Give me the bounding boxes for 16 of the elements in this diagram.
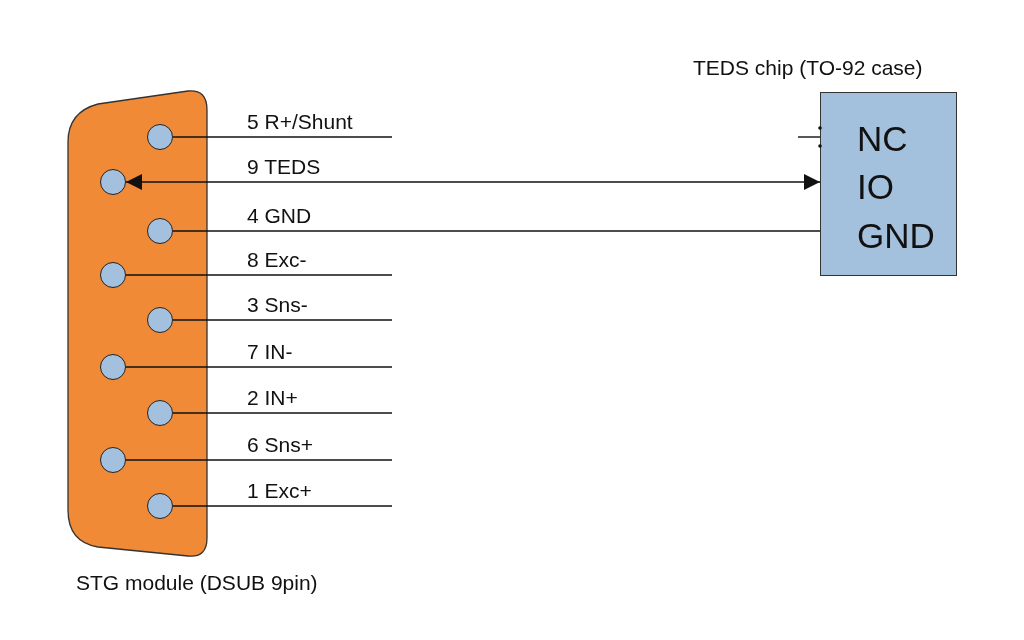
wire: [125, 459, 393, 461]
pin-name: IO: [857, 169, 894, 204]
no-connect-stub: [797, 126, 822, 148]
wire: [125, 274, 393, 276]
connector-caption: STG module (DSUB 9pin): [76, 572, 318, 593]
wire: [172, 230, 821, 232]
pin-name: GND: [857, 218, 935, 253]
wire: [125, 366, 393, 368]
pin-name: NC: [857, 121, 908, 156]
wire: [172, 136, 393, 138]
wire: [172, 319, 393, 321]
wire: [172, 412, 393, 414]
arrow: [125, 174, 821, 190]
chip-title: TEDS chip (TO-92 case): [693, 57, 923, 78]
signal-label: 5 R+/Shunt: [246, 111, 354, 132]
wire: [172, 505, 393, 507]
